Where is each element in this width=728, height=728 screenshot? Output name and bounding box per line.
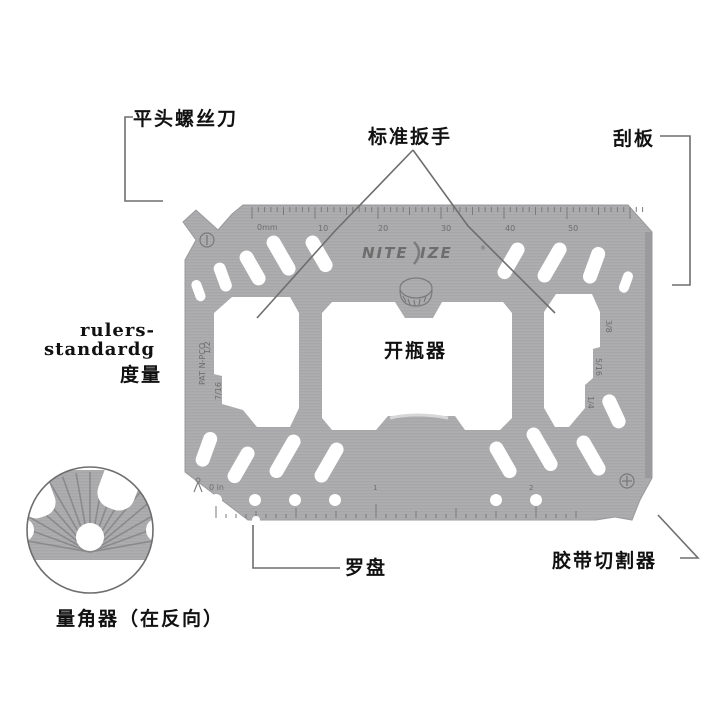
- wrench-size-label: 7/16: [214, 382, 223, 400]
- wrench-size-label: 3/8: [604, 320, 613, 333]
- leader-wrench-right: [412, 149, 556, 314]
- leader-compass: [252, 525, 340, 569]
- phillips-symbol-icon: [619, 473, 635, 489]
- brand-right: IZE: [420, 244, 453, 262]
- bottle-opener-slot: [322, 302, 512, 430]
- inch-tick-label: 2: [529, 484, 533, 492]
- compass-symbol-icon: [193, 477, 203, 493]
- protractor-ray: [89, 511, 153, 553]
- wrench-size-label: 1/2: [203, 341, 212, 354]
- mm-tick-label: 20: [378, 224, 388, 233]
- inch-ruler: [215, 504, 577, 518]
- mm-tick-label: 30: [441, 224, 451, 233]
- protractor-magnifier: [26, 466, 154, 594]
- compass-hole: [210, 494, 222, 506]
- mm-tick-label: 40: [505, 224, 515, 233]
- label-standard-wrench: 标准扳手: [368, 126, 453, 148]
- scraper-edge: [645, 232, 652, 478]
- compass-hole: [329, 494, 341, 506]
- leader-strap-cutter: [657, 514, 700, 559]
- mm-tick-label: 10: [318, 224, 328, 233]
- label-bottle-opener: 开瓶器: [384, 340, 448, 362]
- protractor-ray: [27, 537, 91, 553]
- wrench-size-label: 1/4: [586, 396, 595, 409]
- patent-text: PAT N-PCO: [198, 343, 207, 385]
- wrench-size-label: 5/16: [594, 358, 603, 376]
- screwdriver-symbol-icon: [199, 232, 215, 248]
- protractor-ray: [89, 537, 153, 553]
- label-scraper: 刮板: [613, 128, 656, 150]
- mm-tick-label: 50: [568, 224, 578, 233]
- compass-hole: [249, 494, 261, 506]
- brand-left: NITE: [362, 244, 409, 262]
- label-compass: 罗盘: [345, 557, 388, 579]
- label-rulers-line3: 度量: [120, 364, 163, 386]
- label-rulers-line2: standardg: [44, 339, 156, 360]
- leader-lines: [124, 116, 700, 569]
- opener-lip: [389, 413, 449, 420]
- leader-screwdriver: [124, 116, 163, 202]
- mm-unit-label: 0mm: [257, 223, 278, 232]
- compass-hole: [530, 494, 542, 506]
- inch-tick-label: 1: [373, 484, 377, 492]
- leader-wrench-left: [256, 149, 414, 319]
- wrench-hex-right: [544, 294, 600, 427]
- wrench-hex-left: [214, 297, 299, 427]
- compass-hole: [490, 494, 502, 506]
- brand-swoosh-icon: [413, 241, 421, 265]
- bottle-cap-icon: [399, 277, 433, 307]
- label-protractor: 量角器（在反向）: [56, 608, 225, 630]
- inch-unit-label: 0 in: [209, 483, 224, 492]
- leader-scraper: [660, 135, 691, 286]
- multitool-card: 0mm 10 20 30 40 50 NITE IZE ® 0 in 1 2 P…: [182, 204, 653, 524]
- compass-hole: [289, 494, 301, 506]
- trademark-symbol: ®: [480, 245, 486, 252]
- label-flathead-screwdriver: 平头螺丝刀: [133, 108, 239, 130]
- label-rulers-line1: rulers-: [80, 320, 155, 341]
- protractor-ray: [27, 511, 91, 553]
- mm-ruler: [251, 207, 644, 219]
- cutouts: [191, 235, 633, 524]
- label-strap-cutter: 胶带切割器: [552, 550, 658, 572]
